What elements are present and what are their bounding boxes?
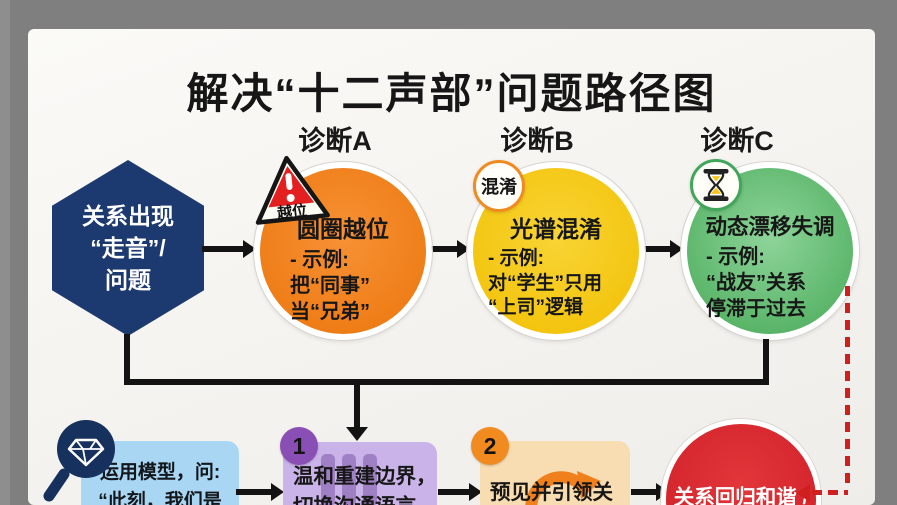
arrow-shaft <box>354 385 360 427</box>
column-label-diagnosis-c: 诊断C <box>700 126 774 156</box>
step-1-box: 温和重建边界， 切换沟通语言 <box>283 442 437 505</box>
outcome-line: 关系回归和谐 / <box>673 486 809 505</box>
cycle-arrow-icon <box>525 471 601 505</box>
step-1-badge: 1 <box>280 427 318 465</box>
step-2-line: 预见并引领关 <box>490 481 613 504</box>
arrow-shaft <box>202 246 243 252</box>
example-line: “战友”关系 <box>706 272 806 294</box>
connector-c-down <box>763 339 769 381</box>
arrow-head <box>469 483 482 501</box>
diagnosis-b-example: - 示例: 对“学生”只用 “上司”逻辑 <box>488 247 639 321</box>
arrow-shaft <box>643 246 670 252</box>
example-line: 停滞于过去 <box>706 298 806 320</box>
example-line: “上司”逻辑 <box>488 297 584 319</box>
arrow-a-to-b <box>430 240 470 258</box>
feedback-arrow-head <box>796 484 810 502</box>
diagnosis-a-title: 圆圈越位 <box>297 216 389 242</box>
example-line: 当“兄弟” <box>290 301 370 323</box>
diagnosis-c-example: - 示例: “战友”关系 停滞于过去 <box>706 244 853 322</box>
step-1-line: 温和重建边界， <box>293 465 437 488</box>
example-label: - 示例: <box>706 246 765 268</box>
arrow-shaft <box>631 489 656 495</box>
warning-triangle-icon: 越位 <box>246 149 334 234</box>
connector-hex-down <box>124 334 130 381</box>
magnifier-icon <box>40 416 118 505</box>
arrow-shaft <box>236 489 271 495</box>
start-node-line: 关系出现 <box>82 202 174 229</box>
arrow-model-to-step1 <box>236 483 284 501</box>
diagnosis-a-example: - 示例: 把“同事” 当“兄弟” <box>290 247 426 325</box>
confusion-badge-label: 混淆 <box>481 177 517 197</box>
left-edge-strip <box>0 0 10 505</box>
warning-badge-label: 越位 <box>275 201 308 222</box>
boundary-bars-icon <box>321 454 377 505</box>
example-line: 对“学生”只用 <box>488 272 603 294</box>
arrow-head <box>271 483 284 501</box>
diagnosis-b-node: 光谱混淆 - 示例: 对“学生”只用 “上司”逻辑 <box>467 162 645 340</box>
start-node-line: “走音”/ <box>90 234 166 261</box>
feedback-dashed-line-horizontal <box>812 490 848 495</box>
diagnosis-b-title: 光谱混淆 <box>510 216 602 242</box>
arrow-collector-down <box>345 385 369 441</box>
connector-horizontal <box>124 379 769 385</box>
example-line: 把“同事” <box>290 275 370 297</box>
step-model-line: “此刻，我们是 <box>98 490 222 505</box>
start-node-line: 问题 <box>105 267 151 294</box>
step-1-line: 切换沟通语言 <box>293 492 437 505</box>
arrow-shaft <box>430 246 457 252</box>
arrow-start-to-a <box>202 240 256 258</box>
column-label-diagnosis-b: 诊断B <box>500 126 574 156</box>
arrow-head <box>670 240 683 258</box>
hourglass-icon <box>690 159 742 211</box>
arrow-step1-to-step2 <box>438 483 482 501</box>
arrow-head <box>243 240 256 258</box>
example-label: - 示例: <box>488 248 544 269</box>
page-title: 解决“十二声部”问题路径图 <box>186 70 717 117</box>
diagnosis-c-title: 动态漂移失调 <box>705 215 835 239</box>
arrow-head <box>346 427 368 441</box>
example-label: - 示例: <box>290 249 349 271</box>
arrow-b-to-c <box>643 240 683 258</box>
step-2-badge: 2 <box>471 427 509 465</box>
feedback-dashed-line-vertical <box>845 286 850 489</box>
confusion-badge: 混淆 <box>473 160 525 212</box>
arrow-head <box>457 240 470 258</box>
column-label-diagnosis-a: 诊断A <box>298 126 372 156</box>
arrow-shaft <box>438 489 469 495</box>
step-model-line: 运用模型，问: <box>99 462 221 483</box>
